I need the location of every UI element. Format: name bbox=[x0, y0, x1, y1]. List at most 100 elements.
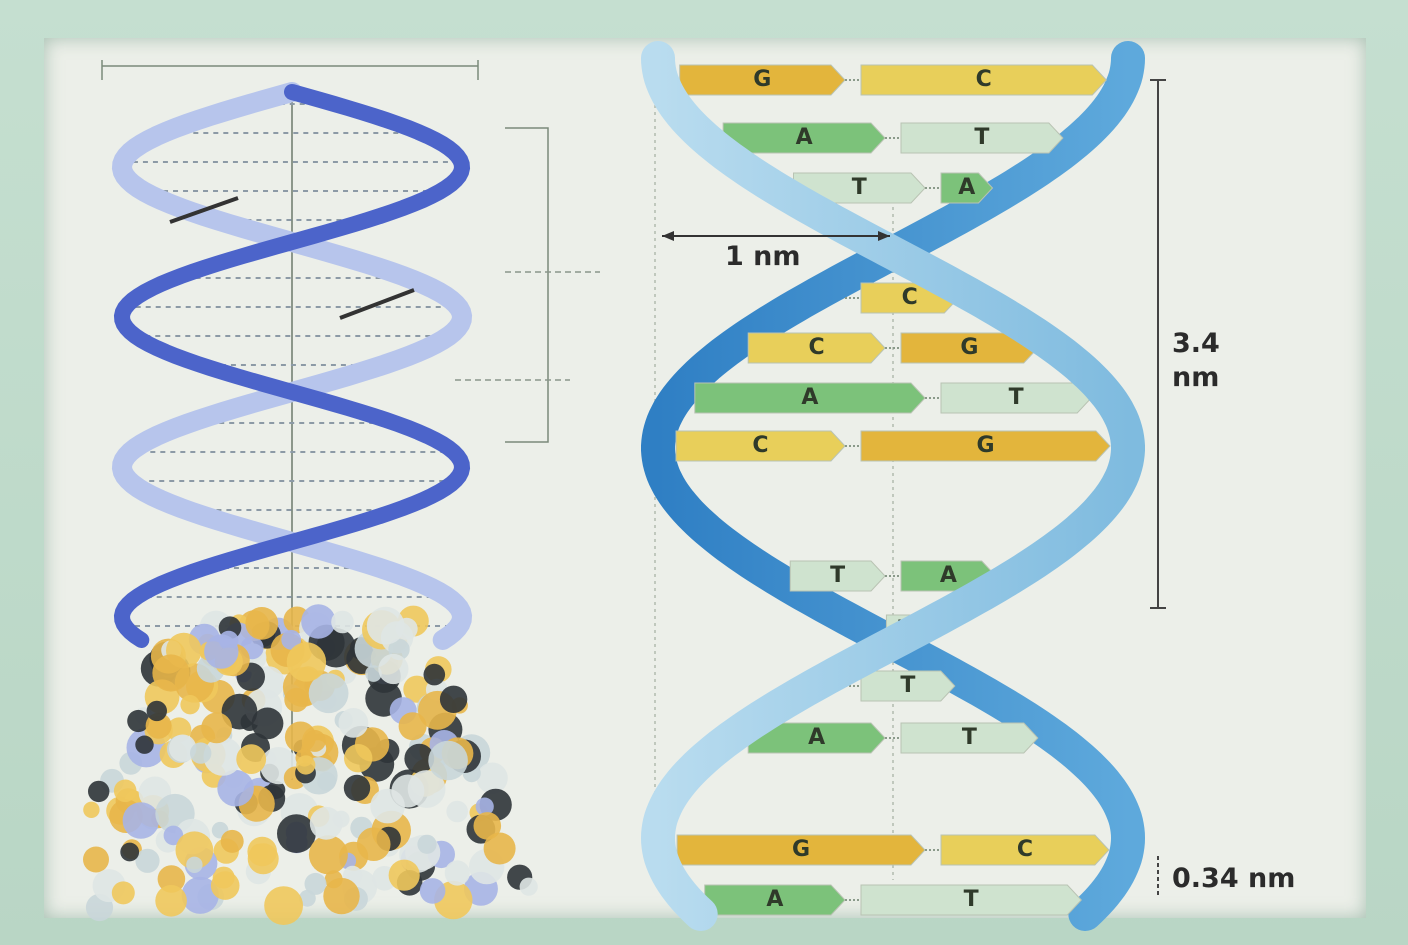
space-filling-atom bbox=[331, 610, 354, 634]
space-filling-atom bbox=[155, 885, 187, 917]
space-filling-atom bbox=[356, 827, 391, 861]
space-filling-atom bbox=[309, 806, 343, 840]
rise-label: 0.34 nm bbox=[1172, 863, 1295, 894]
space-filling-atom bbox=[473, 812, 502, 840]
width-arrow-head-left bbox=[662, 231, 674, 241]
space-filling-atom bbox=[446, 800, 469, 823]
space-filling-atom bbox=[111, 881, 135, 905]
base-c-shape bbox=[860, 64, 1108, 96]
space-filling-atom bbox=[135, 848, 160, 873]
base-label: T bbox=[830, 563, 845, 588]
space-filling-atom bbox=[419, 878, 446, 904]
base-label: G bbox=[753, 67, 771, 92]
space-filling-atom bbox=[264, 886, 303, 925]
space-filling-atom bbox=[152, 654, 190, 692]
width-label: 1 nm bbox=[725, 241, 801, 272]
space-filling-atom bbox=[417, 834, 437, 854]
space-filling-atom bbox=[175, 831, 214, 870]
base-a-shape bbox=[694, 382, 926, 414]
space-filling-atom bbox=[476, 762, 508, 794]
pitch-label-unit: nm bbox=[1172, 362, 1219, 393]
space-filling-atom bbox=[378, 653, 409, 685]
base-label: G bbox=[792, 837, 810, 862]
base-label: T bbox=[962, 725, 977, 750]
space-filling-atom bbox=[221, 693, 258, 730]
space-filling-atom bbox=[204, 634, 239, 669]
base-label: T bbox=[900, 673, 915, 698]
space-filling-atom bbox=[308, 835, 348, 875]
base-label: C bbox=[976, 67, 992, 92]
space-filling-model bbox=[83, 604, 538, 925]
space-filling-atom bbox=[519, 877, 538, 896]
base-label: T bbox=[852, 175, 867, 200]
space-filling-atom bbox=[286, 642, 327, 682]
space-filling-atom bbox=[366, 606, 405, 645]
base-label: T bbox=[964, 887, 979, 912]
space-filling-atom bbox=[247, 843, 279, 875]
base-t-shape bbox=[900, 722, 1039, 754]
space-filling-atom bbox=[122, 802, 160, 839]
space-filling-atom bbox=[220, 829, 244, 853]
base-c-shape bbox=[747, 332, 886, 364]
left-pitch-bracket bbox=[505, 127, 549, 443]
base-label: A bbox=[801, 385, 818, 410]
space-filling-atom bbox=[428, 740, 468, 781]
base-label: C bbox=[752, 433, 768, 458]
left-direction-arrow-lower bbox=[339, 288, 415, 320]
space-filling-atom bbox=[338, 708, 369, 738]
base-t-shape bbox=[940, 382, 1092, 414]
space-filling-atom bbox=[404, 743, 435, 774]
space-filling-atom bbox=[245, 607, 279, 640]
space-filling-atom bbox=[163, 825, 184, 846]
space-filling-atom bbox=[83, 801, 100, 818]
space-filling-atom bbox=[120, 842, 140, 862]
space-filling-atom bbox=[323, 877, 360, 915]
space-filling-atom bbox=[157, 865, 186, 893]
space-filling-atom bbox=[308, 673, 349, 714]
space-filling-atom bbox=[398, 712, 427, 741]
base-label: C bbox=[902, 285, 918, 310]
base-g-shape bbox=[860, 430, 1111, 462]
space-filling-atom bbox=[304, 872, 327, 895]
space-filling-atom bbox=[343, 774, 371, 802]
space-filling-atom bbox=[181, 876, 219, 914]
space-filling-atom bbox=[277, 814, 316, 853]
space-filling-atom bbox=[439, 685, 468, 713]
width-arrow-head-right bbox=[878, 231, 890, 241]
space-filling-atom bbox=[316, 628, 356, 668]
space-filling-atom bbox=[113, 779, 137, 803]
space-filling-atom bbox=[344, 744, 373, 773]
space-filling-atom bbox=[251, 707, 284, 740]
base-c-shape bbox=[940, 834, 1110, 866]
space-filling-atom bbox=[483, 832, 516, 865]
base-label: C bbox=[1017, 837, 1033, 862]
space-filling-atom bbox=[301, 604, 336, 639]
base-label: A bbox=[796, 125, 813, 150]
pitch-label-value: 3.4 bbox=[1172, 328, 1220, 359]
base-a-shape bbox=[940, 172, 994, 204]
space-filling-atom bbox=[83, 846, 109, 873]
left-direction-arrow-upper bbox=[169, 196, 239, 224]
base-label: T bbox=[974, 125, 989, 150]
space-filling-atom bbox=[423, 663, 446, 686]
space-filling-atom bbox=[475, 797, 494, 816]
space-filling-atom bbox=[281, 629, 302, 650]
base-label: C bbox=[809, 335, 825, 360]
base-t-shape bbox=[860, 884, 1082, 916]
space-filling-atom bbox=[388, 859, 420, 891]
base-label: T bbox=[1009, 385, 1024, 410]
space-filling-atom bbox=[210, 871, 240, 900]
space-filling-atom bbox=[236, 744, 267, 774]
space-filling-atom bbox=[365, 665, 382, 682]
space-filling-atom bbox=[135, 735, 154, 754]
left-helix-model bbox=[83, 60, 600, 925]
space-filling-atom bbox=[190, 742, 212, 764]
base-c-shape bbox=[675, 430, 846, 462]
base-label: A bbox=[940, 563, 957, 588]
space-filling-atom bbox=[303, 729, 326, 752]
space-filling-atom bbox=[88, 780, 110, 803]
base-label: G bbox=[960, 335, 978, 360]
